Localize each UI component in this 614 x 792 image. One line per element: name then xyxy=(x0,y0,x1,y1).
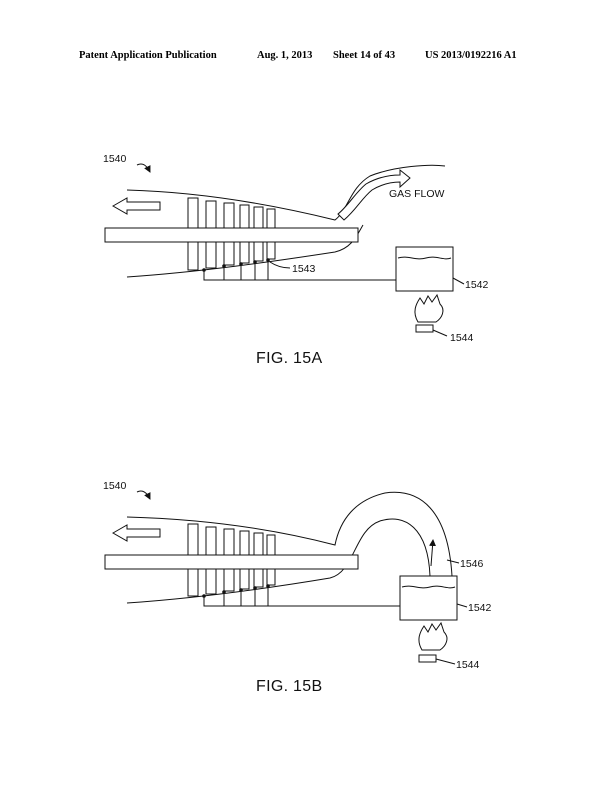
ref-1540-b: 1540 xyxy=(103,480,127,492)
burner-a xyxy=(415,324,434,333)
flame-a xyxy=(414,293,444,323)
ref-1543-leader xyxy=(269,261,291,269)
tank-liquid-a xyxy=(397,256,452,260)
figure-15a: 1540 GAS FLOW xyxy=(103,153,489,367)
caption-15a: FIG. 15A xyxy=(256,350,322,367)
ref-1542-a: 1542 xyxy=(465,279,489,291)
electrodes-b xyxy=(186,523,278,597)
flow-arrow-b xyxy=(429,539,437,567)
tank-liquid-b xyxy=(401,585,456,589)
header-number: US 2013/0192216 A1 xyxy=(425,50,517,61)
ref-1540-b-arrow xyxy=(136,490,151,500)
figure-15b: 1540 1546 xyxy=(103,480,492,695)
header-date: Aug. 1, 2013 xyxy=(257,50,313,61)
ref-1542-a-leader xyxy=(452,277,465,285)
ref-1543: 1543 xyxy=(292,263,316,275)
direction-arrow-b xyxy=(111,524,161,542)
header-publication: Patent Application Publication xyxy=(79,50,217,61)
body-upper-curve-b xyxy=(126,491,453,577)
bus-lines-a xyxy=(203,260,396,281)
ref-1546: 1546 xyxy=(460,558,484,570)
bus-lines-b xyxy=(203,586,400,607)
electrodes-a xyxy=(186,197,278,271)
ref-1544-b: 1544 xyxy=(456,659,480,671)
tank-b xyxy=(399,575,458,621)
ref-1540-a-arrow xyxy=(136,163,151,173)
ref-1544-a: 1544 xyxy=(450,332,474,344)
caption-15b: FIG. 15B xyxy=(256,678,322,695)
header-sheet: Sheet 14 of 43 xyxy=(333,50,396,61)
gas-flow-label-a: GAS FLOW xyxy=(389,188,445,200)
ref-1542-b-leader xyxy=(456,603,468,608)
flame-b xyxy=(418,621,448,651)
tank-a xyxy=(395,246,454,292)
ref-1540-a: 1540 xyxy=(103,153,127,165)
ref-1544-a-leader xyxy=(432,329,448,337)
gas-flow-arrow-a xyxy=(337,168,411,221)
direction-arrow-a xyxy=(111,197,161,215)
ref-1544-b-leader xyxy=(435,658,456,665)
ref-1542-b: 1542 xyxy=(468,602,492,614)
bus-nodes-a xyxy=(202,258,270,272)
burner-b xyxy=(418,654,437,663)
bus-nodes-b xyxy=(202,584,270,598)
ref-1546-leader xyxy=(446,559,460,564)
